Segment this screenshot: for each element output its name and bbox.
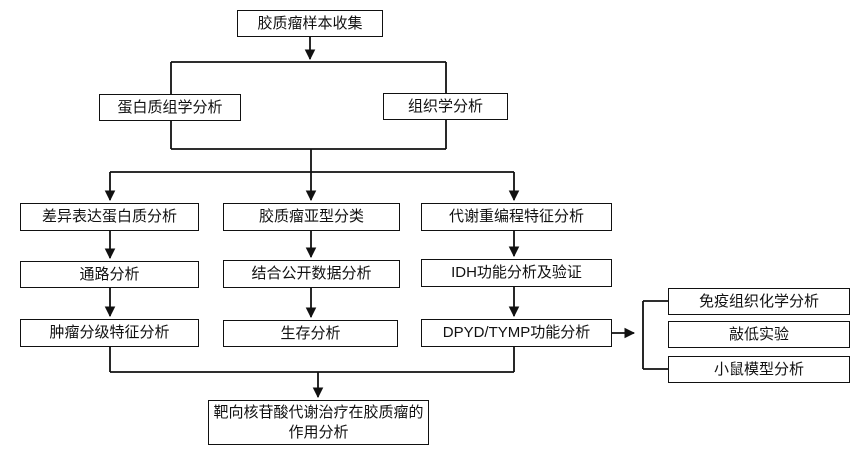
node-targeted-therapy-line1: 靶向核苷酸代谢治疗在胶质瘤的 — [213, 403, 424, 421]
node-tumor-grading: 肿瘤分级特征分析 — [20, 319, 199, 347]
node-mouse-model: 小鼠模型分析 — [668, 356, 850, 383]
node-idh-function: IDH功能分析及验证 — [421, 259, 612, 287]
node-dep-analysis: 差异表达蛋白质分析 — [20, 203, 199, 231]
node-proteomics: 蛋白质组学分析 — [99, 94, 241, 121]
node-ihc: 免疫组织化学分析 — [668, 288, 850, 315]
node-pathway-analysis: 通路分析 — [20, 261, 199, 288]
node-targeted-therapy-line2: 作用分析 — [288, 423, 349, 441]
node-subtype-classification: 胶质瘤亚型分类 — [223, 203, 400, 231]
node-sample-collection: 胶质瘤样本收集 — [237, 10, 383, 37]
node-survival-analysis: 生存分析 — [223, 320, 398, 347]
node-dpyd-tymp: DPYD/TYMP功能分析 — [421, 319, 612, 347]
node-knockdown: 敲低实验 — [668, 321, 850, 348]
node-targeted-therapy: 靶向核苷酸代谢治疗在胶质瘤的 作用分析 — [208, 400, 429, 445]
node-histology: 组织学分析 — [383, 93, 508, 120]
node-metabolic-reprogramming: 代谢重编程特征分析 — [421, 203, 612, 231]
node-public-data: 结合公开数据分析 — [223, 260, 400, 288]
